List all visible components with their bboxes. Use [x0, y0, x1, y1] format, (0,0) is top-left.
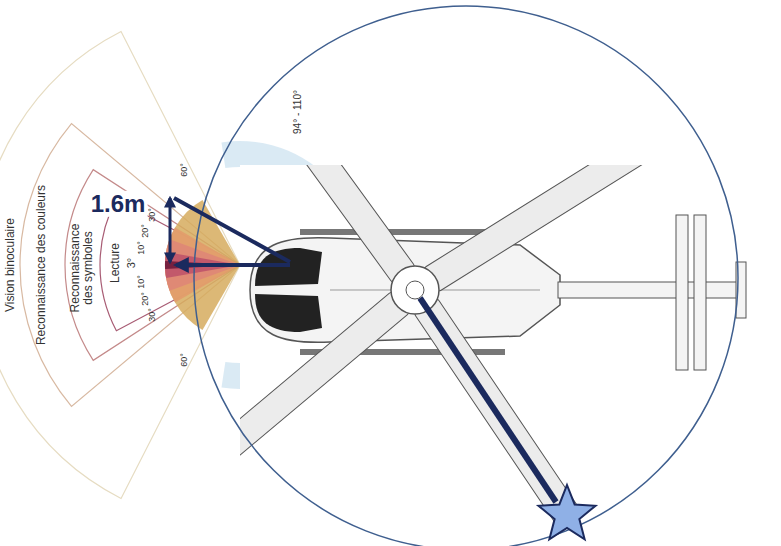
- zone-title: Lecture: [109, 243, 122, 283]
- sight-line: [176, 263, 290, 267]
- rotor-hub: [391, 266, 439, 314]
- angle-label: 20°: [141, 292, 151, 306]
- angle-label: 3°: [125, 258, 137, 269]
- rotor-blade: [413, 297, 582, 528]
- skid: [300, 229, 505, 235]
- helicopter: [240, 165, 746, 528]
- radius-line: [420, 298, 556, 502]
- star-marker: [538, 485, 595, 539]
- rotor-blade: [240, 291, 410, 480]
- rotor-hub: [406, 281, 424, 299]
- stabilizer: [676, 215, 688, 370]
- angle-label: 60°: [180, 163, 190, 177]
- sight-line: [174, 198, 290, 262]
- angle-label: 94° - 110°: [292, 90, 303, 134]
- angle-label: 60°: [180, 353, 190, 367]
- angle-label: 30°: [148, 208, 158, 222]
- dimension-arrow: [169, 198, 172, 262]
- tail-boom: [558, 282, 743, 298]
- rotor-blade: [423, 165, 658, 292]
- angle-label: 20°: [141, 224, 151, 238]
- rotor-circle: [194, 6, 738, 546]
- zone-title: Reconnaissance des couleurs: [35, 185, 48, 345]
- star-marker: [538, 485, 595, 539]
- rotor-blade: [423, 165, 658, 292]
- cockpit-window: [255, 294, 322, 332]
- zone-title: Reconnaissance des symboles: [69, 220, 95, 316]
- zone-title: Vision binoculaire: [4, 218, 17, 312]
- angle-label: 10°: [137, 276, 147, 290]
- angle-label: 10°: [137, 241, 147, 255]
- stabilizer: [694, 215, 706, 370]
- angle-label: 30°: [148, 308, 158, 322]
- rotor-blade: [413, 297, 582, 528]
- rotor-blade: [240, 291, 410, 480]
- dimension-label: 1.6m: [89, 191, 148, 217]
